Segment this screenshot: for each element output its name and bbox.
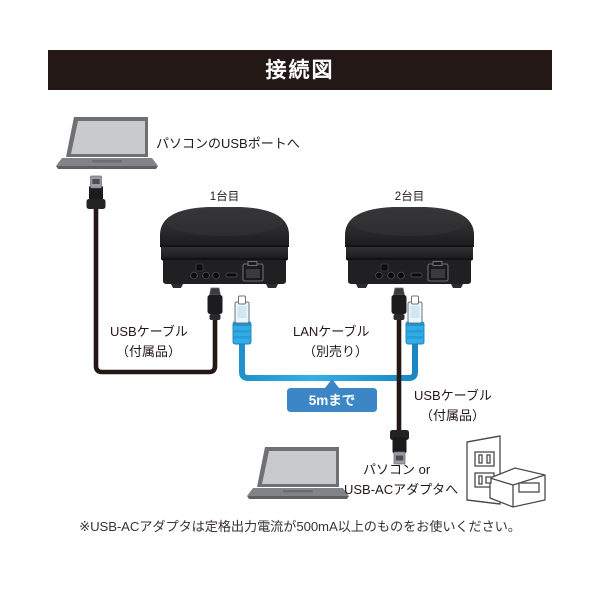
lan-cable-wire bbox=[239, 340, 418, 381]
usb-a-plug-left bbox=[86, 175, 106, 209]
usb-cable-left-label-line2: （付属品） bbox=[116, 344, 181, 359]
lan-cable-label-line2: （別売り） bbox=[303, 344, 368, 359]
distance-badge: 5mまで bbox=[287, 379, 377, 412]
laptop-bottom-label-line2: USB-ACアダプタへ bbox=[344, 482, 458, 497]
laptop-icon-bottom bbox=[247, 447, 349, 499]
device-unit-1-label: 1台目 bbox=[210, 189, 239, 203]
micro-usb-plug-right bbox=[391, 287, 407, 320]
laptop-top-label: パソコンのUSBポートへ bbox=[156, 136, 300, 151]
usb-cable-right-label-line1: USBケーブル bbox=[414, 388, 492, 403]
device-unit-2 bbox=[345, 207, 474, 288]
usb-cable-right-label-line2: （付属品） bbox=[420, 408, 485, 423]
laptop-bottom-label-line1: パソコン or bbox=[363, 462, 431, 477]
rj45-plug-right bbox=[405, 295, 425, 345]
rj45-jack-unit-2 bbox=[427, 260, 449, 282]
laptop-icon-top bbox=[56, 117, 158, 169]
rj45-plug-left bbox=[232, 295, 252, 345]
distance-badge-label: 5mまで bbox=[309, 393, 356, 408]
usb-a-plug-right bbox=[390, 430, 409, 465]
usb-cable-left-wire bbox=[93, 196, 218, 375]
header-bar: 接続図 bbox=[48, 50, 552, 90]
device-unit-1 bbox=[160, 207, 289, 288]
micro-usb-plug-left bbox=[207, 287, 223, 320]
rj45-jack-unit-1 bbox=[242, 260, 264, 282]
device-unit-2-label: 2台目 bbox=[395, 189, 424, 203]
page-title: 接続図 bbox=[265, 58, 335, 82]
lan-cable-label-line1: LANケーブル bbox=[293, 324, 370, 339]
footnote-text: ※USB-ACアダプタは定格出力電流が500mA以上のものをお使いください。 bbox=[79, 519, 521, 534]
wall-outlet-ac-adapter-icon bbox=[466, 435, 546, 508]
usb-cable-left-label-line1: USBケーブル bbox=[110, 324, 188, 339]
